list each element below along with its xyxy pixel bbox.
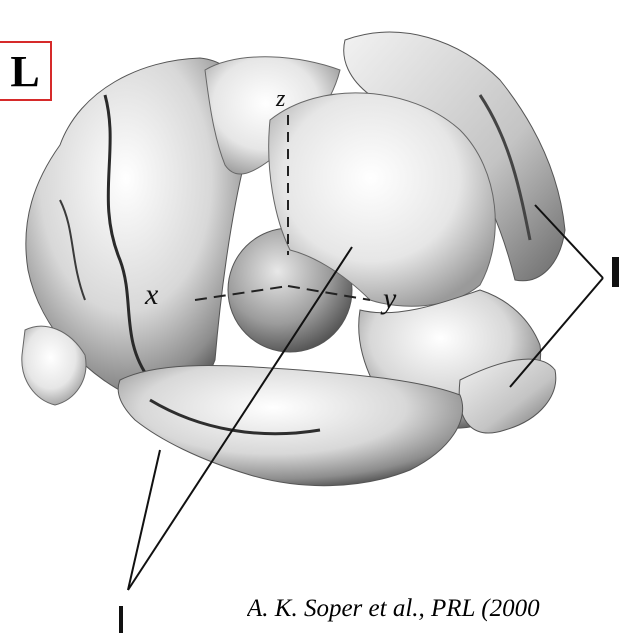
citation-text: A. K. Soper et al., PRL (2000 [247,595,619,629]
axis-x-label: x [145,278,158,312]
pointer-line-1 [128,450,160,590]
axis-z-label: z [276,86,285,113]
bottom-label-stub [119,606,123,633]
axis-y-label: y [383,282,396,316]
panel-label: L [0,41,52,101]
right-label-stub [612,257,619,287]
bottom-shell [118,366,462,486]
